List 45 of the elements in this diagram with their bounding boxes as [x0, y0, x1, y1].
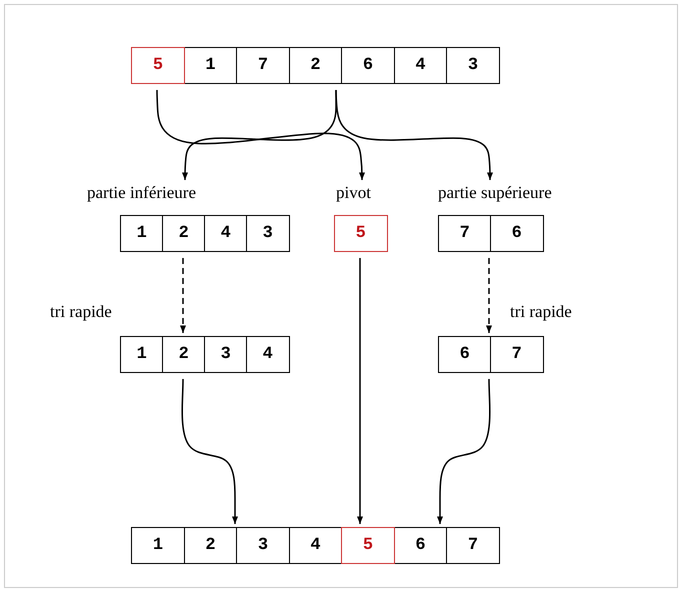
array-cell: 7 — [490, 336, 544, 373]
array-cell: 4 — [204, 215, 248, 252]
array-cell: 3 — [236, 527, 290, 564]
arrow — [437, 379, 491, 524]
array-heading: partie inférieure — [87, 183, 196, 203]
arrow — [181, 379, 238, 524]
array-cell: 3 — [246, 215, 290, 252]
number-array — [131, 527, 498, 564]
array-cell: 7 — [236, 47, 290, 84]
pivot-cell: 5 — [131, 47, 185, 84]
arrow — [486, 258, 492, 333]
arrow — [335, 90, 493, 180]
edge-label: tri rapide — [508, 302, 574, 322]
array-cell: 7 — [446, 527, 500, 564]
number-array — [120, 336, 288, 373]
array-cell: 1 — [120, 215, 164, 252]
pivot-cell: 5 — [341, 527, 395, 564]
arrow — [180, 258, 186, 333]
arrow — [357, 258, 363, 524]
arrow — [156, 90, 365, 180]
array-cell: 2 — [162, 336, 206, 373]
pivot-cell: 5 — [334, 215, 388, 252]
number-array — [438, 183, 552, 252]
array-cell: 2 — [162, 215, 206, 252]
array-cell: 2 — [184, 527, 238, 564]
array-cell: 1 — [184, 47, 238, 84]
number-array — [87, 183, 288, 252]
array-cell: 6 — [438, 336, 492, 373]
array-cell: 4 — [246, 336, 290, 373]
array-cell: 3 — [204, 336, 248, 373]
array-heading: pivot — [336, 183, 371, 203]
number-array — [131, 47, 498, 84]
array-cell: 6 — [341, 47, 395, 84]
edge-label: tri rapide — [48, 302, 114, 322]
array-cell: 7 — [438, 215, 492, 252]
array-heading: partie supérieure — [438, 183, 552, 203]
array-cell: 6 — [394, 527, 448, 564]
array-cell: 2 — [288, 47, 342, 84]
array-cell: 1 — [120, 336, 164, 373]
array-cell: 4 — [394, 47, 448, 84]
array-cell: 3 — [446, 47, 500, 84]
array-cell: 6 — [490, 215, 544, 252]
number-array — [438, 336, 542, 373]
array-cell: 4 — [288, 527, 342, 564]
array-cell: 1 — [131, 527, 185, 564]
